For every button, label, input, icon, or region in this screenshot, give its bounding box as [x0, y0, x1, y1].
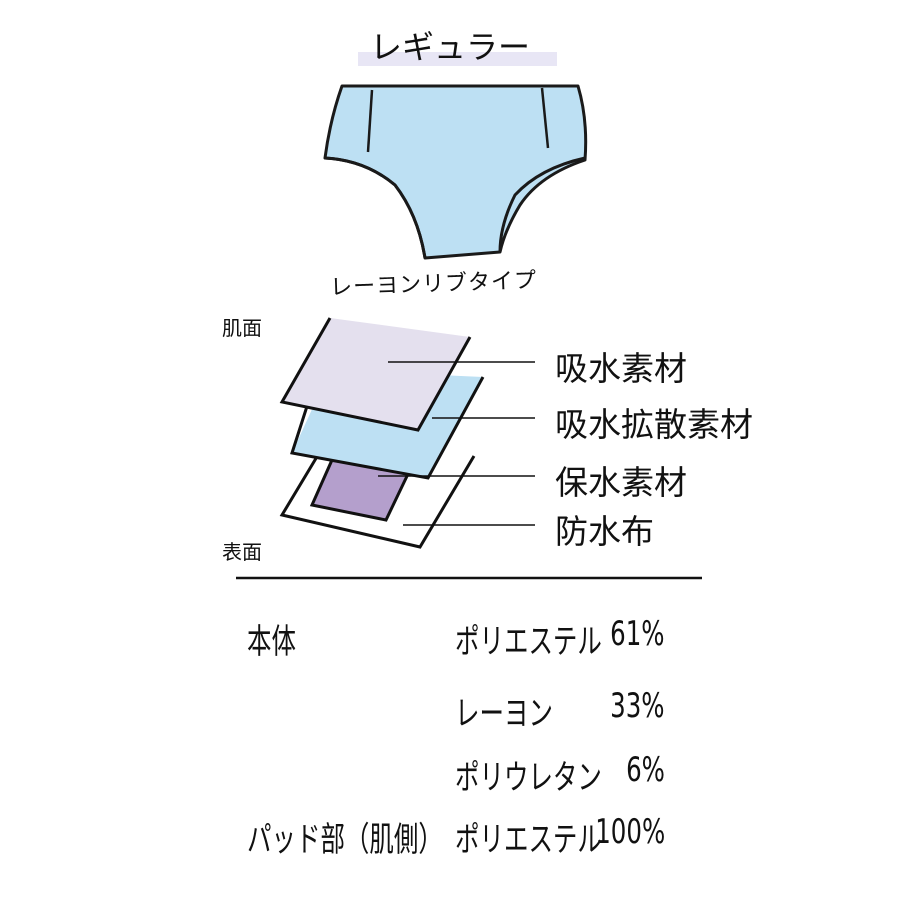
material-name: レーヨン: [455, 694, 553, 734]
material-percent: 33%: [610, 686, 665, 726]
outer-side-label: 表面: [222, 540, 262, 564]
title-highlight: [358, 52, 557, 66]
waterproof-layer: [279, 454, 476, 549]
layer-diagram: [279, 317, 485, 549]
leader-lines: [378, 361, 535, 526]
material-name: ポリエステル: [455, 820, 602, 860]
layer-label: 吸水拡散素材: [555, 405, 753, 444]
briefs-illustration: [323, 84, 588, 260]
product-title: レギュラー: [370, 28, 531, 66]
part-name: パッド部（肌側）: [247, 820, 443, 860]
part-name: 本体: [247, 622, 296, 662]
material-name: ポリエステル: [455, 622, 602, 662]
material-name: ポリウレタン: [455, 758, 602, 798]
layer-label: 吸水素材: [555, 349, 687, 388]
material-percent: 61%: [610, 614, 665, 654]
material-percent: 6%: [626, 750, 665, 790]
layer-label: 保水素材: [555, 463, 687, 502]
absorbent-layer: [282, 318, 470, 430]
material-percent: 100%: [595, 812, 665, 852]
skin-side-label: 肌面: [222, 316, 262, 340]
layer-label: 防水布: [555, 512, 654, 551]
